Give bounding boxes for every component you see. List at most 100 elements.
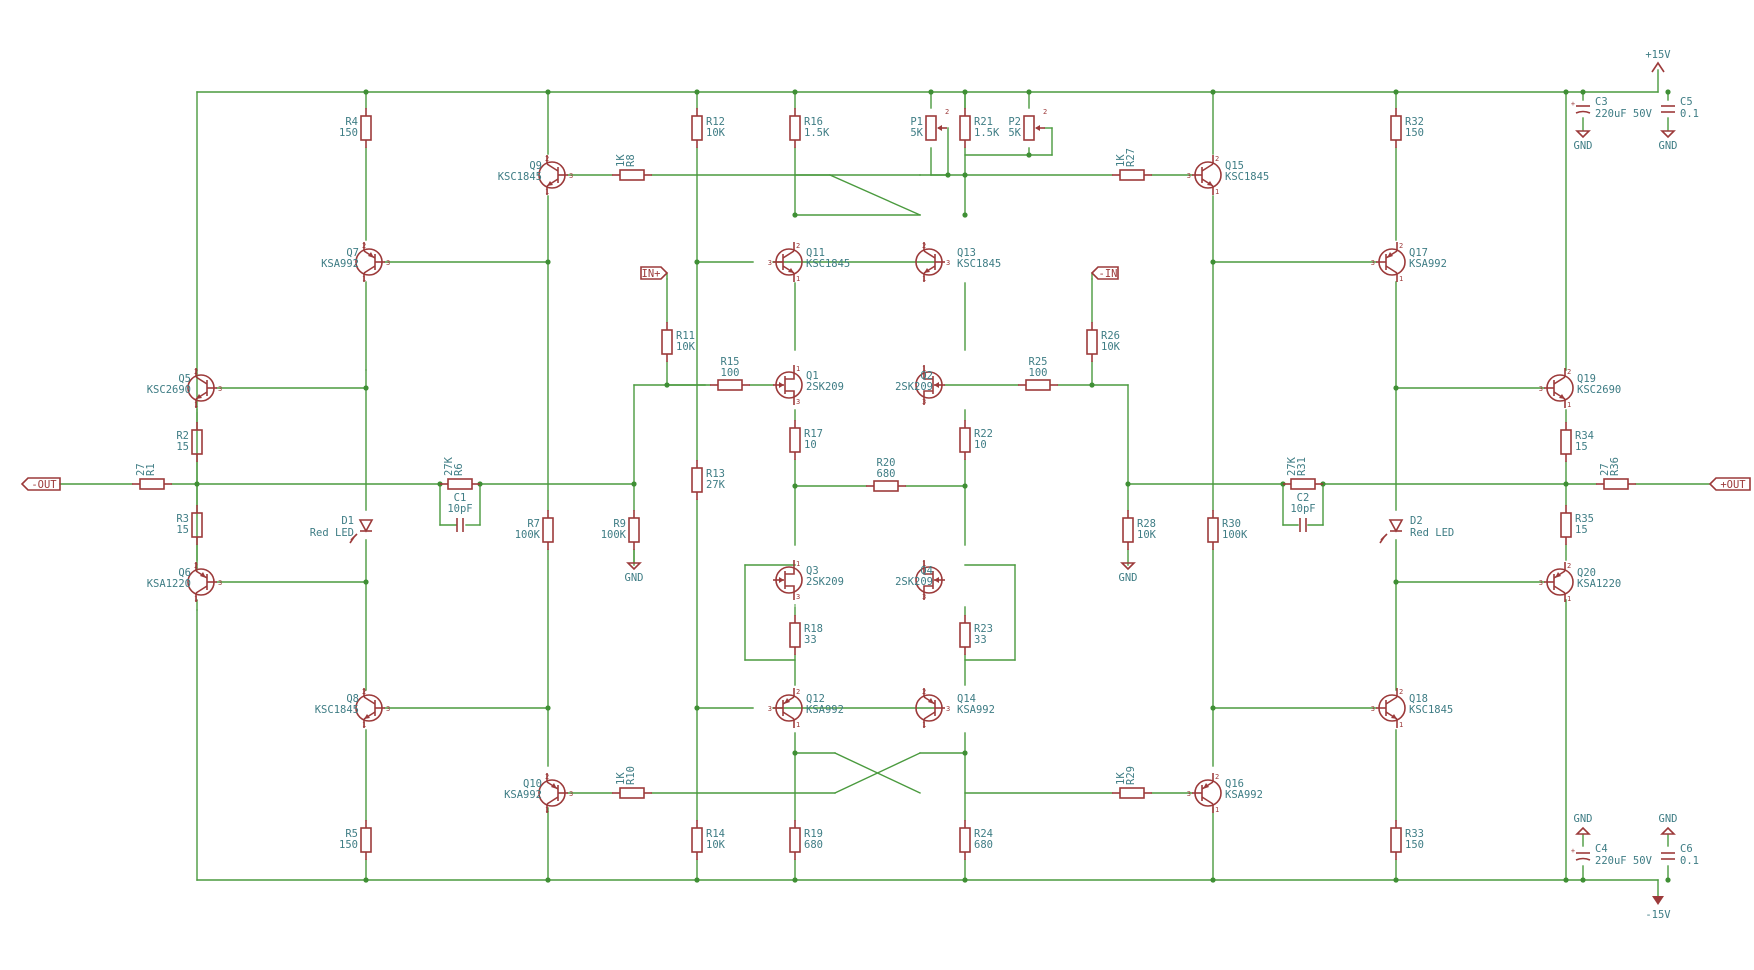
q9-pin-b: 3 (569, 172, 573, 180)
resistor-r25 (1018, 379, 1058, 391)
junction-dot (363, 579, 369, 585)
q9-value: KSC1845 (498, 171, 542, 183)
q11-ref: Q11 (806, 247, 825, 259)
resistor-r2 (191, 422, 203, 462)
resistor-r14 (691, 820, 703, 860)
q4-value: 2SK209 (895, 576, 933, 588)
capacitor-c6 (1661, 852, 1675, 860)
junction-dot (1563, 481, 1569, 487)
c3-ref: C3 (1595, 96, 1608, 108)
in-plus-port-text: IN+ (642, 268, 661, 280)
junction-dot (1563, 877, 1569, 883)
in-minus-port: -IN (1090, 266, 1119, 280)
resistor-r7 (542, 510, 554, 550)
capacitor-c4: + (1571, 847, 1591, 861)
in-plus-port: IN+ (640, 266, 669, 280)
r13-ref: R13 (706, 468, 725, 480)
junction-dot (1665, 89, 1671, 95)
q1-pin-d: 1 (796, 365, 800, 373)
jfet-q1: 13 (773, 365, 803, 406)
junction-dot (664, 382, 670, 388)
ground-symbol (1575, 130, 1591, 139)
c2-ref: C2 (1297, 492, 1310, 504)
q10-ref: Q10 (523, 778, 542, 790)
q15-pin-b: 3 (1187, 172, 1191, 180)
r5-ref: R5 (345, 828, 358, 840)
q15-ref: Q15 (1225, 160, 1244, 172)
ground-symbol (1660, 826, 1676, 835)
r25-ref: R25 (1029, 356, 1048, 368)
r12-ref: R12 (706, 116, 725, 128)
q16-pin-b: 3 (1187, 790, 1191, 798)
r19-ref: R19 (804, 828, 823, 840)
r28-value: 10K (1137, 529, 1157, 541)
resistor-r30 (1207, 510, 1219, 550)
c4-plus: + (1571, 847, 1575, 855)
r18-value: 33 (804, 634, 817, 646)
q8-ref: Q8 (346, 693, 359, 705)
junctions (194, 89, 1671, 883)
q20-pin-c: 2 (1567, 562, 1571, 570)
ground-symbol (1660, 130, 1676, 139)
junction-dot (1393, 579, 1399, 585)
junction-dot (792, 89, 798, 95)
ground-symbol (626, 562, 642, 571)
resistor-r23 (959, 615, 971, 655)
junction-dot (962, 89, 968, 95)
r28-ref: R28 (1137, 518, 1156, 530)
r8-ref: R8 (625, 154, 637, 167)
r2-value: 15 (176, 441, 189, 453)
q17-pin-b: 3 (1371, 259, 1375, 267)
junction-dot (962, 212, 968, 218)
transistor-q16: 321 (1187, 773, 1222, 814)
junction-dot (363, 89, 369, 95)
transistor-q15: 321 (1187, 155, 1222, 196)
r36-ref: R36 (1609, 457, 1621, 476)
junction-dot (363, 877, 369, 883)
c6-value: 0.1 (1680, 855, 1699, 867)
resistor-r27 (1112, 169, 1152, 181)
q5-ref: Q5 (178, 373, 191, 385)
q14-ref: Q14 (957, 693, 976, 705)
q6-pin-b: 3 (218, 579, 222, 587)
q18-ref: Q18 (1409, 693, 1428, 705)
q14-pin-e: 1 (922, 721, 926, 729)
q7-pin-c: 2 (362, 242, 366, 250)
r12-value: 10K (706, 127, 726, 139)
q12-pin-e: 1 (796, 721, 800, 729)
r33-ref: R33 (1405, 828, 1424, 840)
resistor-r17 (789, 420, 801, 460)
transistor-q6: 321 (187, 562, 222, 603)
q5-pin-b: 3 (218, 385, 222, 393)
p2-ref: P2 (1008, 116, 1021, 128)
r17-ref: R17 (804, 428, 823, 440)
q1-value: 2SK209 (806, 381, 844, 393)
c6-ref: C6 (1680, 843, 1693, 855)
r1-value: 27 (135, 463, 147, 476)
q4-pin-s: 3 (922, 593, 926, 601)
r34-ref: R34 (1575, 430, 1594, 442)
c1-value: 10pF (447, 503, 472, 515)
d1-value: Red LED (310, 527, 354, 539)
q7-value: KSA992 (321, 258, 359, 270)
r32-ref: R32 (1405, 116, 1424, 128)
q7-pin-e: 1 (362, 275, 366, 283)
r24-value: 680 (974, 839, 993, 851)
c3-value: 220uF 50V (1595, 108, 1653, 120)
transistor-q9: 321 (538, 155, 573, 196)
resistor-r13 (691, 460, 703, 500)
r24-ref: R24 (974, 828, 993, 840)
resistor-r34 (1560, 422, 1572, 462)
transistor-q20: 321 (1539, 562, 1574, 603)
r16-value: 1.5K (804, 127, 830, 139)
q6-ref: Q6 (178, 567, 191, 579)
q11-value: KSC1845 (806, 258, 850, 270)
transistor-q17: 321 (1371, 242, 1406, 283)
capacitor-c2 (1299, 518, 1307, 532)
q16-value: KSA992 (1225, 789, 1263, 801)
q13-pin-b: 3 (946, 259, 950, 267)
r36-value: 27 (1599, 463, 1611, 476)
gnd-label: GND (1659, 813, 1678, 825)
